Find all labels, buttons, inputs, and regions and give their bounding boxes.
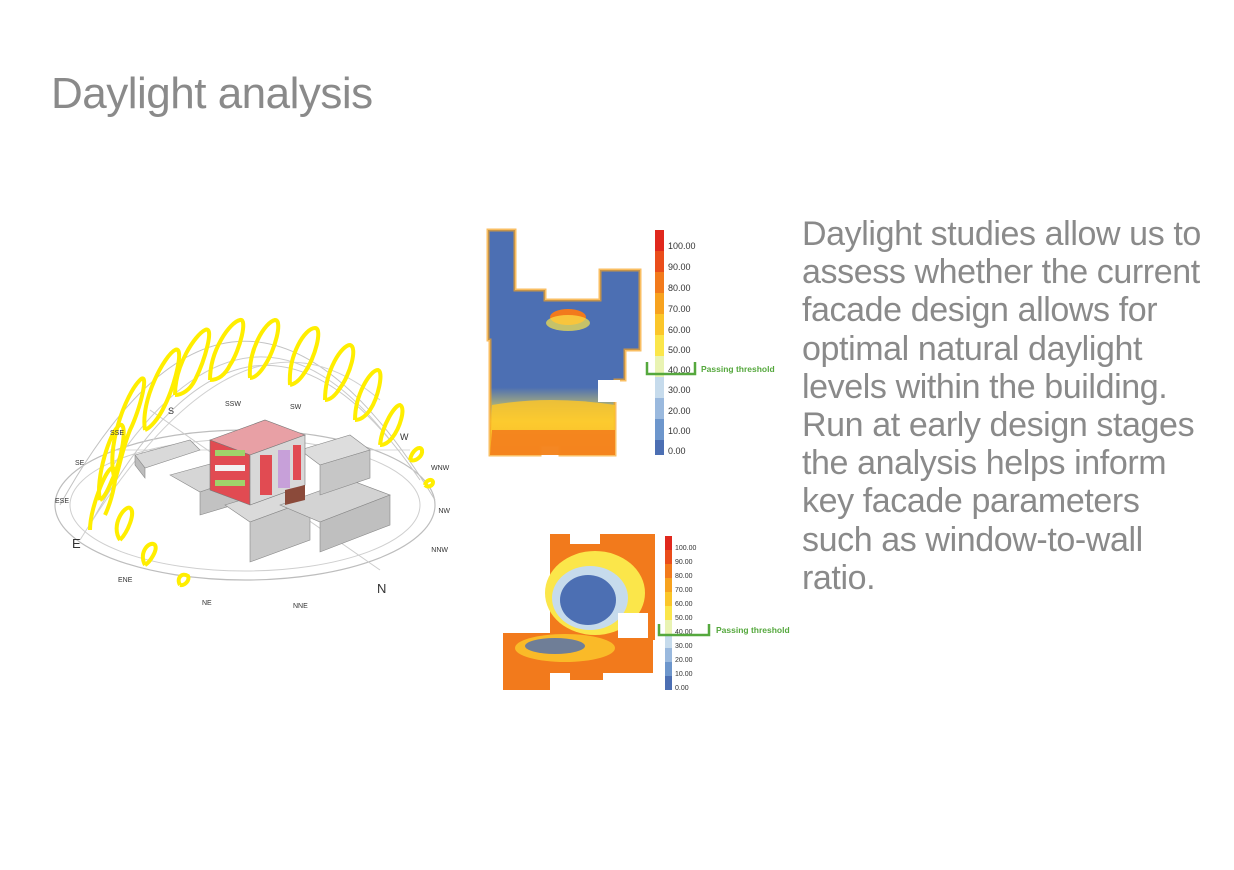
- daylight-map-2-graphic: 100.00 90.00 80.00 70.00 60.00 50.00 40.…: [503, 534, 790, 692]
- legend-90: 90.00: [668, 262, 691, 272]
- page-title: Daylight analysis: [51, 69, 373, 119]
- threshold-bracket: [645, 362, 697, 376]
- threshold-label: Passing threshold: [701, 364, 775, 374]
- daylight-map-level-1: 100.00 90.00 80.00 70.00 60.00 50.00 40.…: [480, 225, 790, 460]
- legend-80: 80.00: [668, 283, 691, 293]
- legend-40: 40.00: [668, 365, 691, 375]
- legend-10: 10.00: [668, 426, 691, 436]
- legend-0: 0.00: [668, 446, 686, 456]
- compass-E: E: [72, 536, 81, 551]
- legend2-10: 10.00: [675, 671, 693, 678]
- legend2-80: 80.00: [675, 573, 693, 580]
- legend-colorbar: [655, 230, 664, 455]
- sun-path-diagram: S SSW SW W WNW NW NNW N NNE NE ENE E ESE…: [50, 300, 450, 625]
- legend-30: 30.00: [668, 385, 691, 395]
- legend2-90: 90.00: [675, 559, 693, 566]
- daylight-map-1-graphic: 100.00 90.00 80.00 70.00 60.00 50.00 40.…: [486, 228, 775, 457]
- sun-path-loops: [88, 317, 436, 588]
- legend2-30: 30.00: [675, 643, 693, 650]
- legend2-40: 40.00: [675, 629, 693, 636]
- legend-60: 60.00: [668, 325, 691, 335]
- sun-path-graphic: S SSW SW W WNW NW NNW N NNE NE ENE E ESE…: [54, 317, 450, 610]
- compass-ENE: ENE: [118, 577, 133, 584]
- compass-NE: NE: [202, 600, 212, 607]
- compass-WNW: WNW: [431, 465, 450, 472]
- compass-SSW: SSW: [225, 401, 241, 408]
- legend-20: 20.00: [668, 406, 691, 416]
- legend2-20: 20.00: [675, 657, 693, 664]
- legend2-70: 70.00: [675, 587, 693, 594]
- daylight-map-level-2: 100.00 90.00 80.00 70.00 60.00 50.00 40.…: [495, 528, 805, 696]
- legend2-100: 100.00: [675, 545, 697, 552]
- threshold-label-2: Passing threshold: [716, 625, 790, 635]
- compass-N: N: [377, 581, 386, 596]
- compass-SE: SE: [75, 460, 85, 467]
- legend-colorbar-2: [665, 536, 672, 690]
- legend-70: 70.00: [668, 304, 691, 314]
- compass-SSE: SSE: [110, 430, 124, 437]
- legend-50: 50.00: [668, 345, 691, 355]
- legend2-50: 50.00: [675, 615, 693, 622]
- legend2-60: 60.00: [675, 601, 693, 608]
- compass-NNE: NNE: [293, 603, 308, 610]
- legend-100: 100.00: [668, 241, 696, 251]
- compass-NW: NW: [438, 508, 450, 515]
- threshold-bracket-2: [657, 624, 711, 637]
- compass-ESE: ESE: [55, 498, 69, 505]
- compass-SW: SW: [290, 404, 302, 411]
- compass-W: W: [400, 432, 409, 442]
- compass-NNW: NNW: [431, 547, 448, 554]
- description-text: Daylight studies allow us to assess whet…: [802, 215, 1201, 597]
- building-massing: [134, 419, 391, 563]
- legend2-0: 0.00: [675, 685, 689, 692]
- compass-S: S: [168, 406, 174, 416]
